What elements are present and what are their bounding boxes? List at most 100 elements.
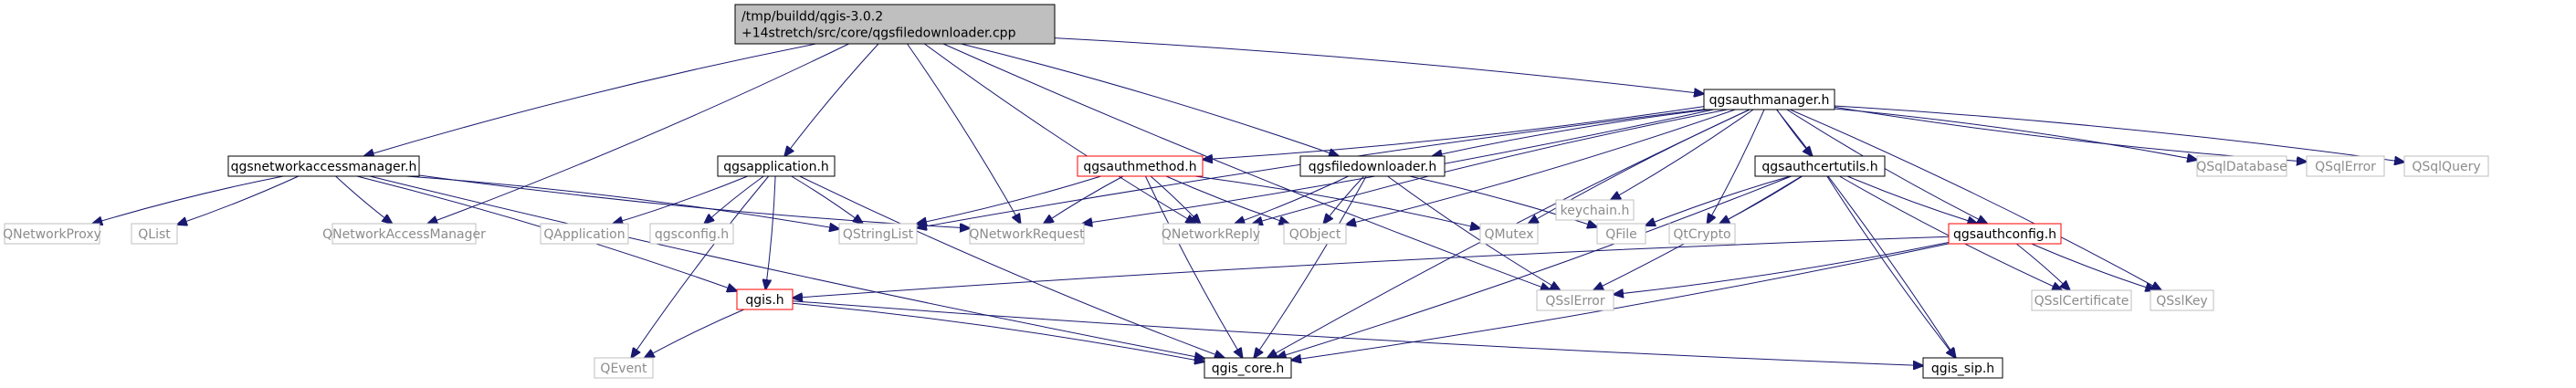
node-box-qgis_sip_h [1922,357,2003,379]
node-box-QSqlQuery [2403,155,2489,177]
edge-qgsauthcertutils_h-to-qgis_core_h [1277,175,1792,358]
edge-qgsauthconfig_h-to-qgis_core_h [1291,243,1950,361]
edge-qgis_h-to-qgis_core_h [792,302,1204,362]
node-QObject: QObject [1283,223,1347,245]
edge-qgsnetworkaccessmanager_h-to-QNetworkAccessManager [335,175,393,224]
node-keychain_h: keychain.h [1555,199,1635,221]
edge-qgsnetworkaccessmanager_h-to-QNetworkRequest [418,174,970,228]
node-QFile: QFile [1596,223,1646,245]
node-label-QStringList: QStringList [843,227,914,242]
edge-qgsauthmanager_h-to-QSqlDatabase [1834,108,2197,160]
node-QSslCertificate: QSslCertificate [2031,289,2132,311]
edge-qgis_h-to-QEvent [645,309,744,358]
node-label-root: /tmp/buildd/qgis-3.0.2 [741,10,883,25]
node-box-QStringList [838,223,918,245]
node-qgsauthconfig_h[interactable]: qgsauthconfig.h [1948,223,2062,245]
edge-qgsfiledownloader_h-to-qgis_core_h [1254,175,1367,358]
node-label-QFile: QFile [1605,227,1636,242]
node-QMutex: QMutex [1479,223,1539,245]
node-box-QMutex [1479,223,1539,245]
node-box-QNetworkProxy [4,223,100,245]
edge-qgsauthmanager_h-to-qgsauthmethod_h [1203,106,1705,160]
node-QNetworkAccessManager: QNetworkAccessManager [322,223,486,245]
node-qgis_h[interactable]: qgis.h [736,288,794,310]
node-QNetworkReply: QNetworkReply [1162,223,1260,245]
node-qgis_core_h[interactable]: qgis_core.h [1204,357,1292,379]
edge-qgsfiledownloader_h-to-QSslError [1387,175,1561,290]
node-qgsfiledownloader_h[interactable]: qgsfiledownloader.h [1299,155,1446,177]
node-box-root [734,4,1056,45]
node-qgsconfig_h: qgsconfig.h [649,223,734,245]
edge-qgsauthmethod_h-to-QObject [1165,175,1289,224]
edge-qgsauthmanager_h-to-keychain_h [1611,109,1754,200]
node-QSqlError: QSqlError [2306,155,2385,177]
edge-qgsauthmanager_h-to-qgsauthconfig_h [1786,109,1987,224]
edge-qgsauthmanager_h-to-QSqlError [1834,106,2307,162]
node-label-qgsauthcertutils_h: qgsauthcertutils.h [1761,160,1877,174]
node-box-qgsauthconfig_h [1948,223,2062,245]
node-box-qgis_core_h [1204,357,1292,379]
node-label-QApplication: QApplication [543,227,625,242]
node-qgsnetworkaccessmanager_h[interactable]: qgsnetworkaccessmanager.h [227,155,420,177]
node-label-qgsconfig_h: qgsconfig.h [655,227,729,242]
edge-qgsapplication_h-to-qgsconfig_h [704,175,764,224]
node-box-QNetworkRequest [969,223,1085,245]
edge-qgsauthcertutils_h-to-QFile [1645,175,1791,225]
node-box-QObject [1283,223,1347,245]
node-label-qgis_core_h: qgis_core.h [1212,362,1285,376]
node-box-QSqlDatabase [2196,155,2287,177]
edge-qgis_h-to-qgis_sip_h [792,300,1923,366]
edge-qgsapplication_h-to-qgis_h [765,175,776,289]
edge-root-to-qgsauthmanager_h [1054,37,1704,94]
edge-root-to-QSslError [942,43,1551,290]
edge-qgsauthconfig_h-to-QSslKey [2031,243,2156,290]
node-label-QSslError: QSslError [1545,294,1604,309]
node-qgsauthcertutils_h[interactable]: qgsauthcertutils.h [1754,155,1886,177]
edge-root-to-qgsnetworkaccessmanager_h [364,43,816,156]
node-label-root: +14stretch/src/core/qgsfiledownloader.cp… [741,26,1016,41]
node-QNetworkProxy: QNetworkProxy [3,223,101,245]
edge-qgsauthmanager_h-to-QSslKey [1789,109,2161,290]
node-box-qgsnetworkaccessmanager_h [227,155,420,177]
node-box-QSslError [1536,289,1614,311]
node-QNetworkRequest: QNetworkRequest [969,223,1085,245]
node-QEvent: QEvent [594,357,654,379]
node-QSqlDatabase: QSqlDatabase [2196,155,2287,177]
node-box-qgsapplication_h [717,155,836,177]
node-QStringList: QStringList [838,223,918,245]
node-box-QNetworkReply [1162,223,1259,245]
node-box-keychain_h [1555,199,1635,221]
edge-qgsauthmethod_h-to-qgis_core_h [1144,175,1242,358]
edge-root-to-qgsapplication_h [784,43,879,156]
node-box-QtCrypto [1668,223,1736,245]
node-label-qgsauthmanager_h: qgsauthmanager.h [1709,93,1830,108]
node-label-QSqlError: QSqlError [2315,160,2376,174]
edge-qgsauthmethod_h-to-QStringList [917,175,1101,224]
node-label-qgsauthconfig_h: qgsauthconfig.h [1953,227,2056,242]
node-box-QEvent [594,357,654,379]
node-label-QNetworkReply: QNetworkReply [1162,227,1260,242]
edge-qgsapplication_h-to-QApplication [613,175,748,224]
node-QApplication: QApplication [540,223,629,245]
node-qgsauthmanager_h[interactable]: qgsauthmanager.h [1703,89,1835,110]
node-label-QNetworkAccessManager: QNetworkAccessManager [322,227,486,242]
node-qgsapplication_h[interactable]: qgsapplication.h [717,155,836,177]
node-QtCrypto: QtCrypto [1668,223,1736,245]
edge-qgsapplication_h-to-qgis_core_h [799,175,1225,358]
nodes-layer: /tmp/buildd/qgis-3.0.2+14stretch/src/cor… [3,4,2489,379]
node-label-QSslCertificate: QSslCertificate [2035,294,2129,309]
node-QList: QList [131,223,178,245]
node-box-QNetworkAccessManager [331,223,477,245]
node-QSqlQuery: QSqlQuery [2403,155,2489,177]
edge-qgsauthmethod_h-to-QNetworkRequest [1044,175,1124,224]
node-qgsauthmethod_h[interactable]: qgsauthmethod.h [1077,155,1204,177]
node-label-qgis_h: qgis.h [745,293,783,308]
edge-qgsauthmethod_h-to-QNetworkReply [1150,175,1201,224]
edge-root-to-QNetworkRequest [907,43,1021,224]
edge-qgsauthconfig_h-to-QSslError [1614,242,1950,295]
node-label-QMutex: QMutex [1484,227,1533,242]
node-box-QSqlError [2306,155,2385,177]
edge-qgsauthmethod_h-to-QMutex [1194,175,1480,228]
node-qgis_sip_h[interactable]: qgis_sip.h [1922,357,2003,379]
node-root[interactable]: /tmp/buildd/qgis-3.0.2+14stretch/src/cor… [734,4,1056,45]
